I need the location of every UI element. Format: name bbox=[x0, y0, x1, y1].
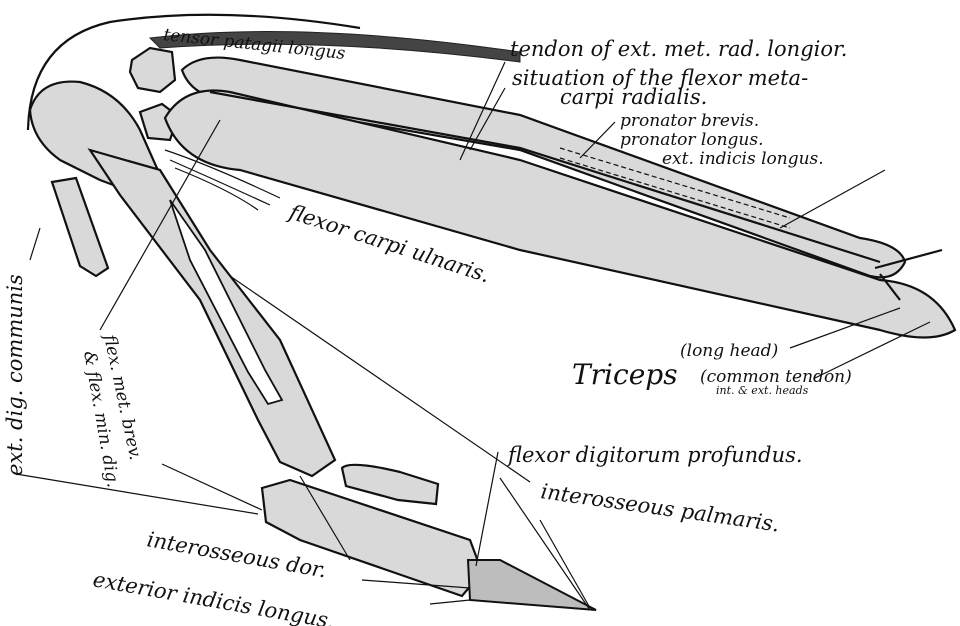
ulna-bone bbox=[165, 90, 955, 337]
carpal-bone-upper bbox=[130, 48, 175, 92]
label-ext-indicis-longus: ext. indicis longus. bbox=[662, 149, 824, 169]
leader-exterior-indicis bbox=[430, 600, 470, 604]
major-digit-phalanx bbox=[262, 480, 482, 596]
leader-flexor-profundus bbox=[476, 452, 498, 566]
label-long-head: (long head) bbox=[680, 341, 778, 361]
label-ext-dig-communis: ext. dig. communis bbox=[3, 274, 27, 476]
label-int-ext-heads: int. & ext. heads bbox=[716, 384, 809, 397]
label-carpi-radialis: carpi radialis. bbox=[560, 85, 707, 109]
label-triceps: Triceps bbox=[572, 358, 678, 391]
label-pronator-brevis: pronator brevis. bbox=[620, 111, 759, 131]
leader-ext-indicis bbox=[780, 170, 885, 228]
label-tensor-patagii-longus: tensor patagii longus bbox=[162, 25, 346, 64]
leader-ext-dig-communis bbox=[30, 228, 40, 260]
minor-digit-phalanx bbox=[342, 465, 438, 504]
leader-flex-met-brev bbox=[162, 464, 262, 510]
intermetacarpal-space bbox=[170, 200, 282, 404]
label-interosseous-palmaris: interosseous palmaris. bbox=[539, 479, 781, 536]
label-flexor-digitorum-profundus: flexor digitorum profundus. bbox=[506, 443, 803, 467]
label-pronator-longus: pronator longus. bbox=[620, 130, 764, 150]
label-tendon-ext-met-rad-longior: tendon of ext. met. rad. longior. bbox=[510, 37, 847, 61]
leader-ext-dig-communis-lower bbox=[16, 474, 258, 514]
pollex-bone bbox=[52, 178, 108, 276]
